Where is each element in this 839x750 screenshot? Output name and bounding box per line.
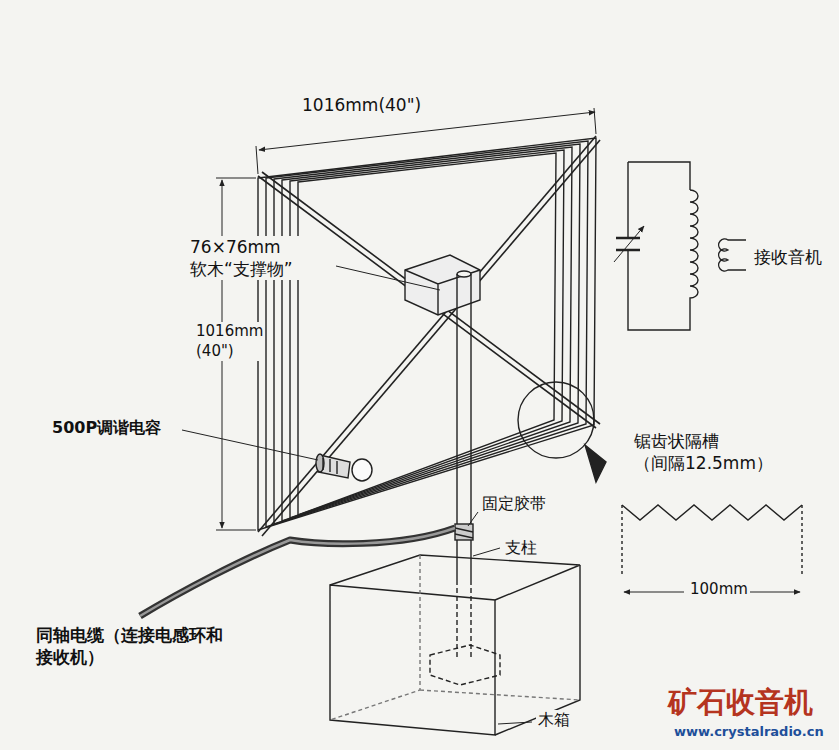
cross-arms (258, 136, 600, 536)
coax-cable (140, 528, 455, 616)
detail-circle (518, 382, 594, 458)
part-label: 500P调谐电容 (50, 418, 163, 439)
note-label: 锯齿状隔槽 （间隔12.5mm） (632, 430, 816, 474)
dimension-label: 1016mm (40") (194, 322, 262, 361)
leader-line (182, 430, 318, 460)
part-label: 76×76mm 软木“支撑物” (188, 236, 332, 280)
dimension-label: 100mm (688, 580, 750, 600)
leader-line (473, 548, 500, 556)
watermark: www.crystalradio.cn (672, 724, 826, 741)
part-label: 同轴电缆（连接电感环和 接收机） (34, 624, 278, 668)
part-label: 接收音机 (752, 246, 824, 268)
dimension-line (259, 112, 595, 150)
part-label: 木箱 (536, 710, 572, 731)
post (430, 271, 500, 685)
part-label: 固定胶带 (480, 494, 548, 515)
watermark: 矿石收音机 (666, 684, 815, 722)
leader-line (468, 512, 478, 526)
leader-line (498, 722, 532, 724)
dimension-label: 1016mm(40") (300, 94, 423, 116)
circuit-schematic (614, 162, 746, 330)
sawtooth-slots (622, 505, 802, 592)
leader-line (336, 266, 440, 290)
tuning-capacitor (316, 454, 372, 481)
tape (455, 524, 473, 540)
wooden-box (330, 555, 580, 735)
part-label: 支柱 (503, 538, 539, 559)
